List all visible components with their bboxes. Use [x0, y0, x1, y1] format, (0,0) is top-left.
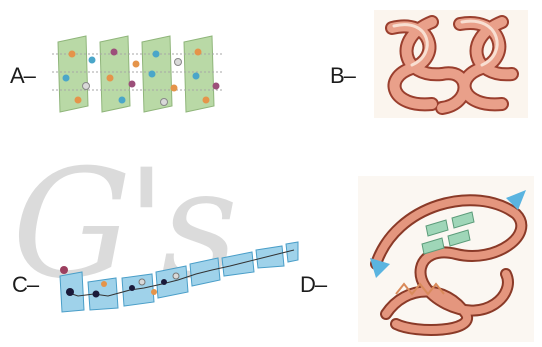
- polypeptide-chain-icon: [56, 236, 300, 316]
- beta-sheet-icon: [48, 30, 228, 118]
- tertiary-fold-icon: [356, 174, 536, 344]
- label-b: B–: [330, 63, 355, 89]
- label-d: D–: [300, 272, 326, 298]
- alpha-helix-icon: [372, 8, 530, 120]
- label-a: A–: [10, 63, 35, 89]
- label-c: C–: [12, 272, 38, 298]
